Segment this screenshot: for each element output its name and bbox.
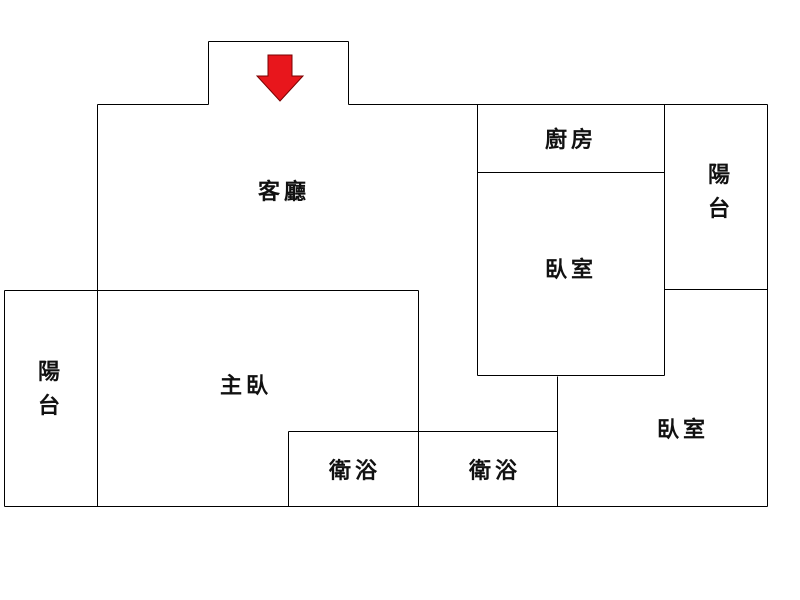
arrow-shape bbox=[256, 54, 304, 102]
room-label-living-room: 客廳 bbox=[257, 179, 311, 205]
room-label-bathroom-2: 衛浴 bbox=[468, 458, 522, 484]
entrance-arrow-icon bbox=[256, 54, 304, 102]
room-label-bedroom-lower: 臥室 bbox=[656, 417, 710, 443]
room-label-master-bedroom: 主臥 bbox=[219, 373, 273, 399]
room-label-bathroom-1: 衛浴 bbox=[328, 458, 382, 484]
room-label-bedroom-upper: 臥室 bbox=[544, 257, 598, 283]
room-label-balcony-left: 陽台 bbox=[37, 359, 60, 419]
room-label-kitchen: 廚房 bbox=[544, 127, 598, 153]
room-label-balcony-right: 陽台 bbox=[707, 162, 730, 222]
